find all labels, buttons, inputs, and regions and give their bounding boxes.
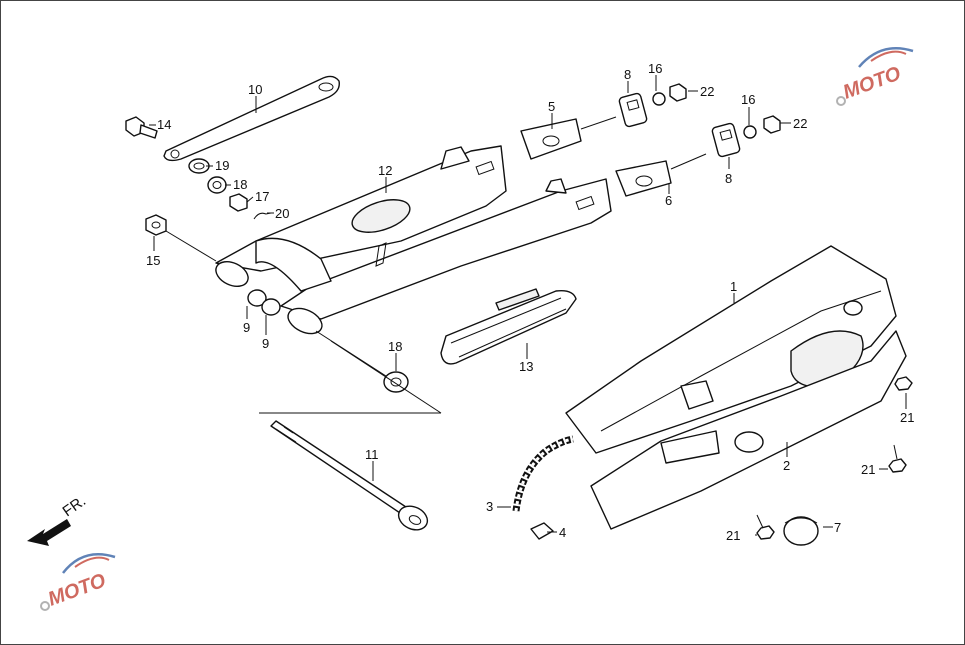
- callout-5: 5: [548, 99, 555, 114]
- part-adjuster-6: [615, 153, 707, 197]
- part-chain-joint: [530, 522, 554, 540]
- svg-text:MOTO: MOTO: [45, 569, 109, 610]
- part-cotter-pin: [253, 212, 272, 220]
- part-plate-8a: [618, 92, 648, 128]
- part-bushing-b: [261, 298, 281, 316]
- watermark-logo-top: MOTO: [836, 47, 914, 106]
- callout-9b: 9: [262, 336, 269, 351]
- part-bolt-21c: [894, 376, 913, 391]
- part-washer-16a: [652, 92, 666, 106]
- callout-16a: 16: [648, 61, 662, 76]
- callout-9a: 9: [243, 320, 250, 335]
- callout-4: 4: [559, 525, 566, 540]
- callout-8a: 8: [624, 67, 631, 82]
- callout-7: 7: [834, 520, 841, 535]
- callout-17: 17: [255, 189, 269, 204]
- part-torque-rod: [163, 75, 340, 162]
- svg-text:MOTO: MOTO: [840, 62, 904, 103]
- part-chain-case-lower: [590, 330, 907, 530]
- callout-2: 2: [783, 458, 790, 473]
- front-direction-label: FR.: [60, 492, 90, 520]
- callout-3: 3: [486, 499, 493, 514]
- callout-18b: 18: [388, 339, 402, 354]
- callout-18a: 18: [233, 177, 247, 192]
- part-plate-8b: [711, 122, 741, 158]
- part-swingarm: [215, 145, 612, 335]
- callout-1: 1: [730, 279, 737, 294]
- part-washer-18a: [207, 176, 227, 194]
- part-chain: [512, 435, 574, 512]
- callout-14: 14: [157, 117, 171, 132]
- callout-8b: 8: [725, 171, 732, 186]
- part-nut-17: [229, 193, 248, 212]
- part-bolt-14: [125, 116, 158, 139]
- leader-lines: [149, 75, 907, 536]
- callout-13: 13: [519, 359, 533, 374]
- callout-22b: 22: [793, 116, 807, 131]
- watermark-logo-bottom: MOTO: [40, 553, 116, 611]
- callout-16b: 16: [741, 92, 755, 107]
- callout-22a: 22: [700, 84, 714, 99]
- part-pivot-bolt: [270, 420, 429, 531]
- callout-11: 11: [365, 447, 379, 462]
- callout-6: 6: [665, 193, 672, 208]
- callout-20: 20: [275, 206, 289, 221]
- part-nut-22a: [669, 83, 687, 102]
- part-cap: [783, 516, 819, 546]
- part-bolt-21b: [888, 444, 907, 473]
- part-washer-16b: [743, 125, 757, 139]
- callout-21b: 21: [861, 462, 875, 477]
- part-nut-22b: [763, 115, 781, 134]
- callout-12: 12: [378, 163, 392, 178]
- callout-21a: 21: [726, 528, 740, 543]
- part-adjuster-5: [520, 116, 617, 160]
- part-bushing-a: [247, 289, 267, 307]
- part-nut-15: [145, 214, 167, 236]
- part-chain-slider: [440, 288, 577, 365]
- part-bolt-21a: [756, 514, 775, 540]
- callout-15: 15: [146, 253, 160, 268]
- front-direction-arrow: [27, 519, 71, 546]
- callout-19: 19: [215, 158, 229, 173]
- callout-21c: 21: [900, 410, 914, 425]
- callout-10: 10: [248, 82, 262, 97]
